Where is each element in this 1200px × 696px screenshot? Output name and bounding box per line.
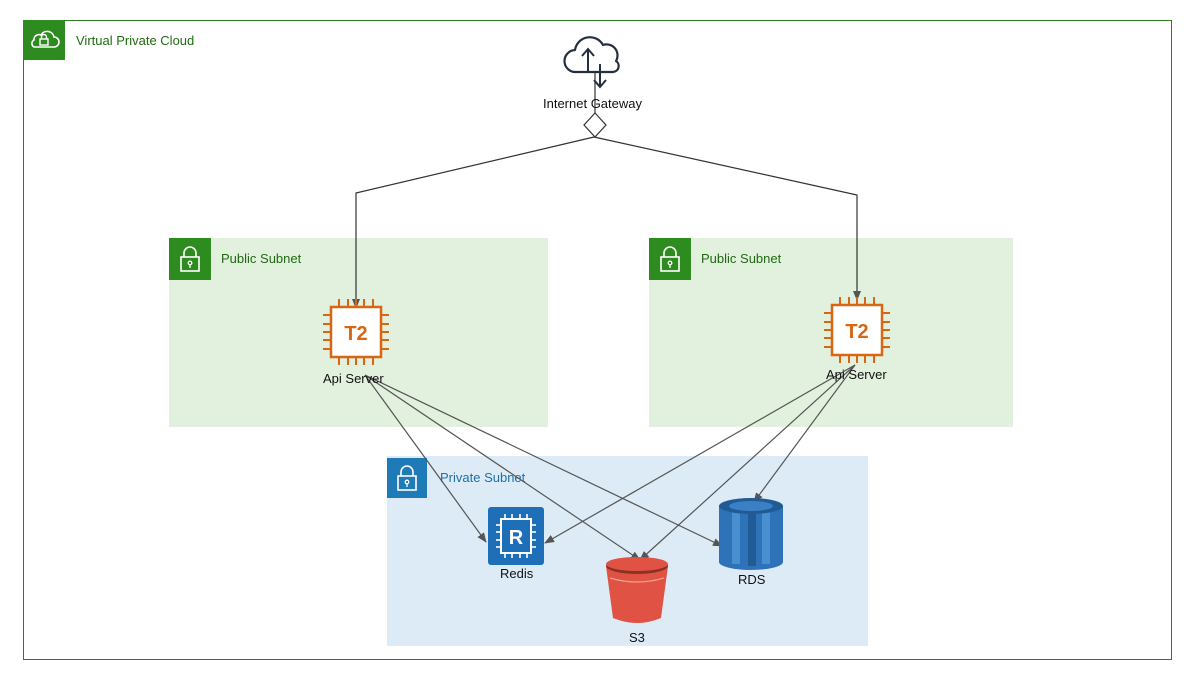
public-subnet-1-lock-icon <box>169 238 211 280</box>
vpc-frame <box>23 20 1172 660</box>
public-subnet-2-lock-icon <box>649 238 691 280</box>
gateway-to-server-2 <box>593 136 861 301</box>
private-subnet-lock-icon <box>387 458 427 498</box>
vpc-label: Virtual Private Cloud <box>76 33 195 48</box>
gateway-to-server-1 <box>352 136 595 309</box>
server-2-to-rds <box>753 364 856 503</box>
ec2-instance-icon: T2 <box>323 299 389 365</box>
public-subnet-1-label: Public Subnet <box>221 251 302 266</box>
internet-gateway-icon <box>563 36 620 89</box>
ec2-instance-icon: T2 <box>824 297 890 363</box>
ec2-1-badge: T2 <box>344 323 367 345</box>
redis-icon: R <box>488 507 544 565</box>
private-subnet-label: Private Subnet <box>440 470 526 485</box>
rds-label: RDS <box>738 572 766 587</box>
internet-gateway-label: Internet Gateway <box>543 96 642 111</box>
redis-badge: R <box>509 527 524 549</box>
server-1-to-s3 <box>364 374 641 561</box>
gateway-diamond <box>583 112 607 138</box>
vpc-cloud-lock-icon <box>23 20 65 60</box>
api-server-2-label: Api Server <box>826 367 887 382</box>
ec2-2-badge: T2 <box>845 321 868 343</box>
server-1-to-redis <box>364 374 487 543</box>
public-subnet-2-label: Public Subnet <box>701 251 782 266</box>
server-1-to-rds <box>364 374 723 547</box>
redis-label: Redis <box>500 566 534 581</box>
s3-bucket-icon <box>606 557 668 623</box>
s3-label: S3 <box>629 630 645 645</box>
rds-database-icon <box>719 498 783 570</box>
api-server-1-label: Api Server <box>323 371 384 386</box>
server-2-to-s3 <box>639 364 856 561</box>
server-2-to-redis <box>544 364 856 544</box>
